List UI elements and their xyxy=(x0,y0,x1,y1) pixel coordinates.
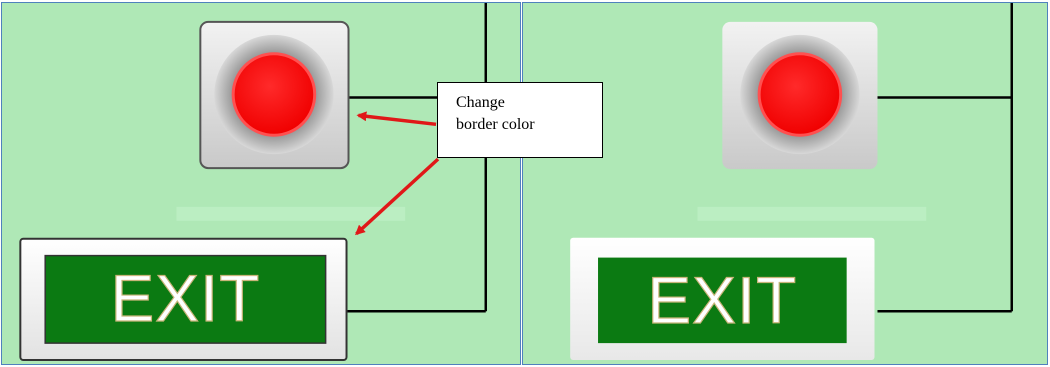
callout-arrows xyxy=(355,111,440,236)
right-hmi-canvas: EXIT xyxy=(570,3,1013,361)
exit-label: EXIT xyxy=(110,262,260,335)
right-hmi-panel: EXIT xyxy=(522,2,1048,365)
exit-green-plate xyxy=(598,257,847,344)
exit-green-plate xyxy=(44,254,327,344)
exit-sign[interactable]: EXIT xyxy=(570,237,875,361)
exit-sign[interactable]: EXIT xyxy=(19,237,348,362)
callout-line-1: Change xyxy=(456,94,505,111)
arrow-to-indicator xyxy=(356,111,437,127)
red-round-indicator-icon xyxy=(231,52,317,137)
faint-band xyxy=(697,206,927,221)
red-round-indicator-icon xyxy=(757,52,843,137)
arrow-to-exit-sign xyxy=(355,157,440,236)
change-border-color-callout: Change border color xyxy=(437,82,603,158)
left-hmi-panel: EXIT xyxy=(1,2,521,365)
stop-indicator[interactable] xyxy=(722,21,878,170)
wiring-lines xyxy=(877,3,1013,313)
stop-indicator[interactable] xyxy=(199,20,350,170)
callout-line-2: border color xyxy=(456,116,535,133)
exit-label: EXIT xyxy=(647,264,797,337)
faint-band xyxy=(176,206,406,221)
left-hmi-canvas: EXIT xyxy=(19,3,487,362)
